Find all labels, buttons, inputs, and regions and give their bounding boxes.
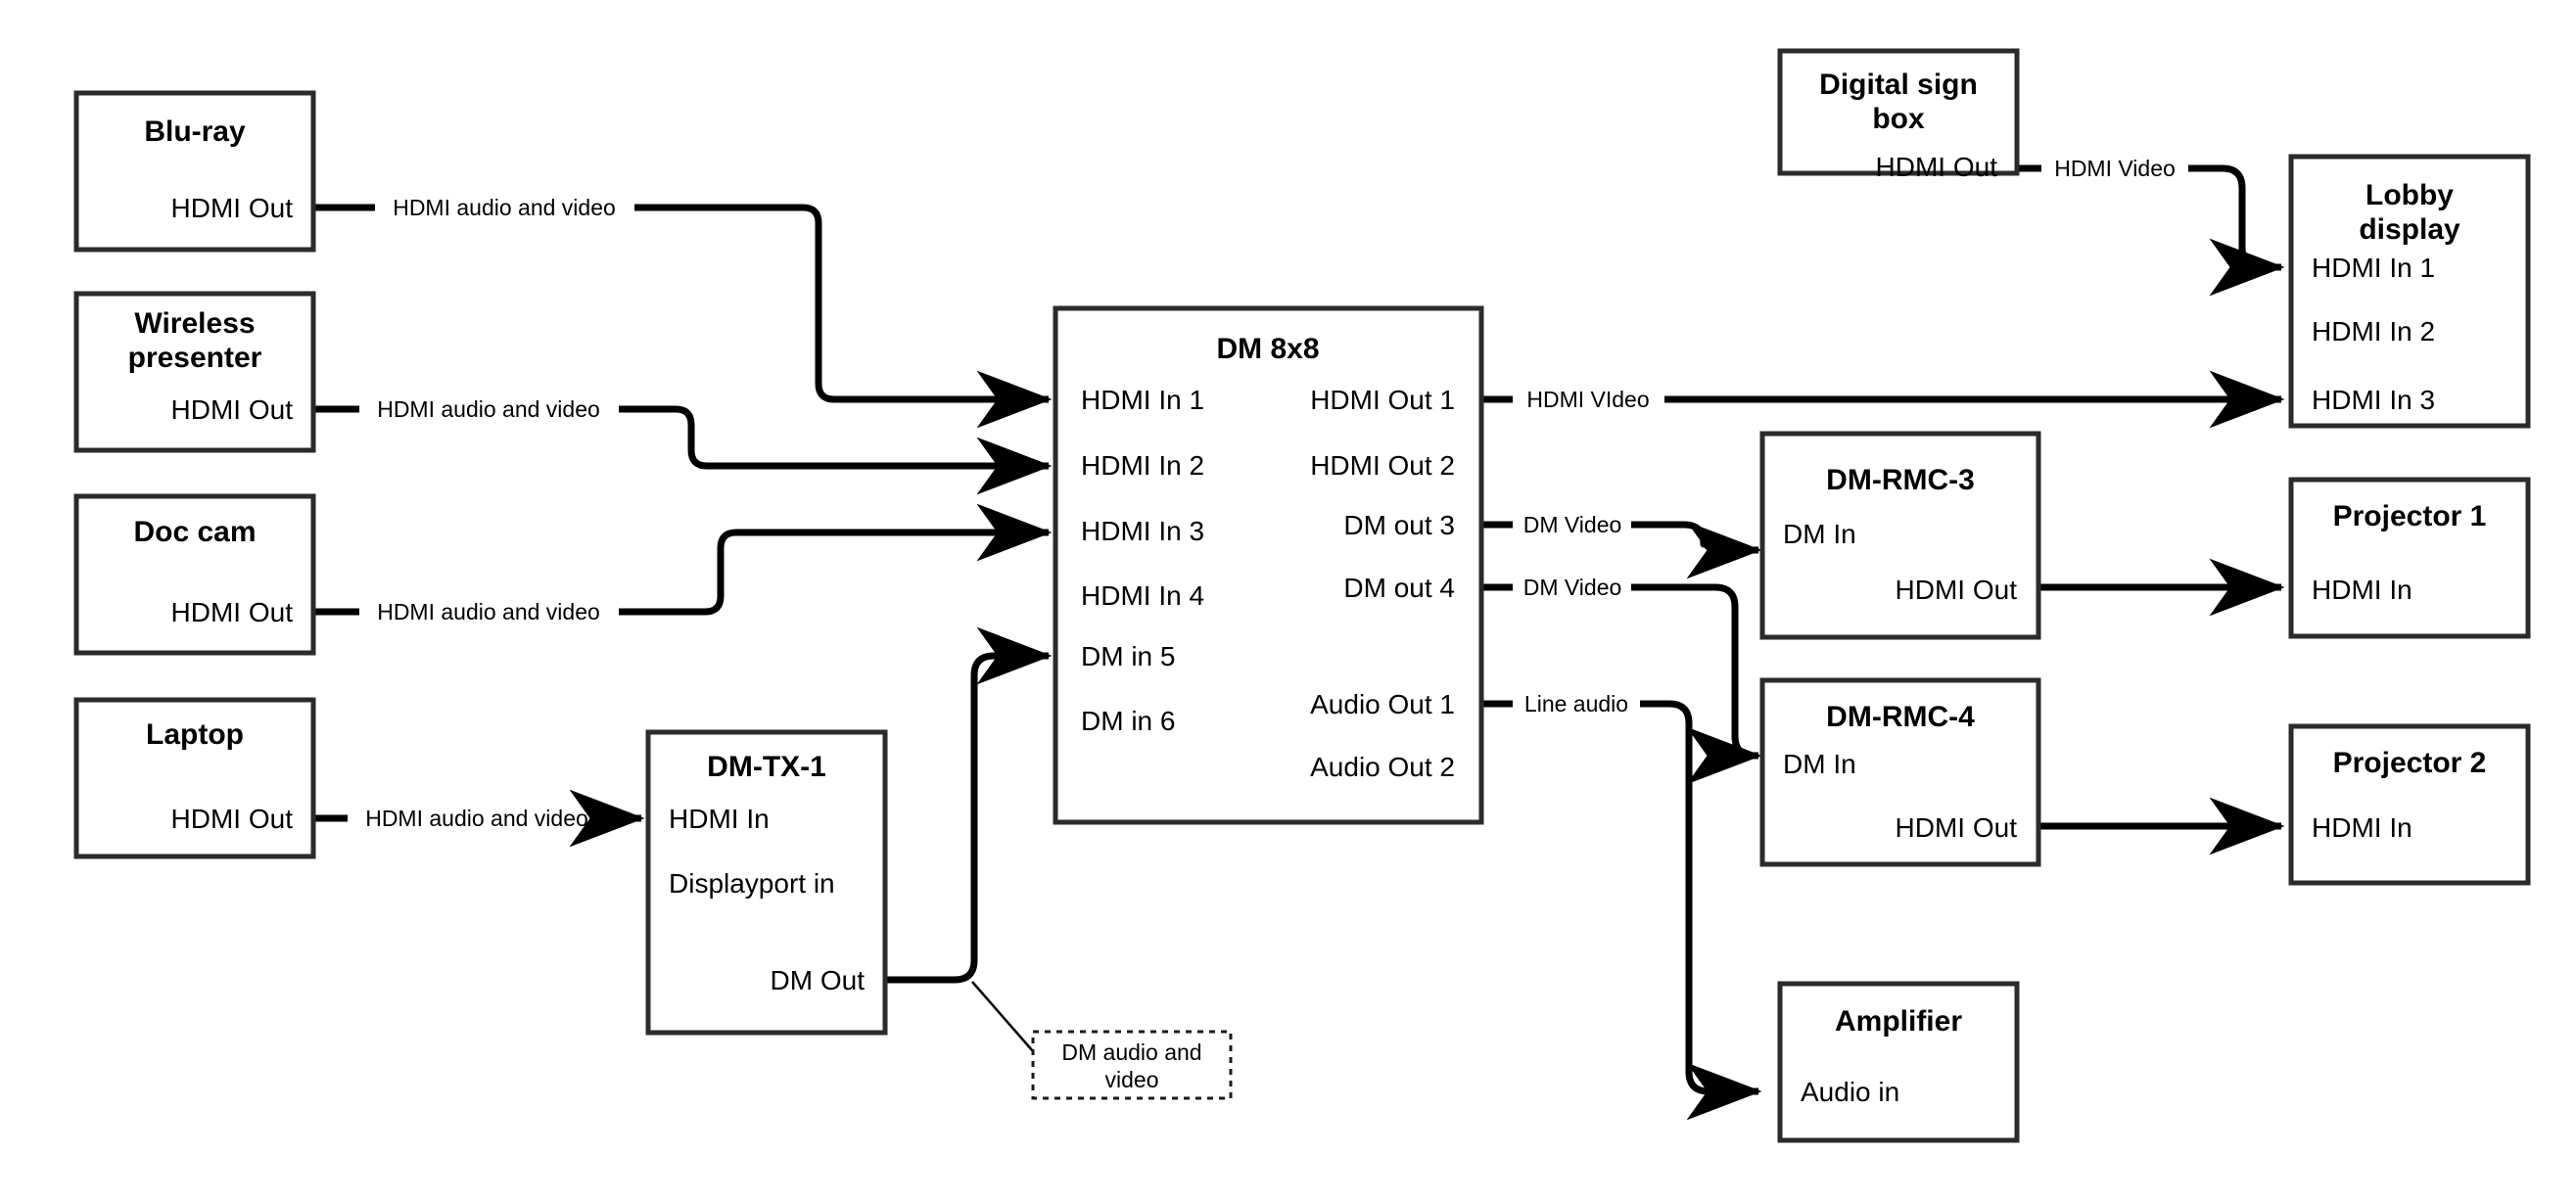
node-lobby-display-input-3: HDMI In 3	[2312, 385, 2435, 415]
node-dm-rmc-4-port-dm-in: DM In	[1783, 749, 1856, 779]
node-laptop-rect[interactable]	[73, 697, 316, 859]
connection-bluray-to-in1: HDMI audio and video	[313, 195, 1053, 429]
node-projector-1-title: Projector 1	[2333, 500, 2487, 532]
connection-dmtx1-to-in5	[885, 626, 1053, 984]
node-dm-tx-1-port-dm-out: DM Out	[771, 965, 866, 995]
node-wireless-presenter-port-hdmi-out: HDMI Out	[171, 394, 294, 425]
connection-doccam-to-in3: HDMI audio and video	[313, 503, 1053, 624]
node-lobby-display-input-2: HDMI In 2	[2312, 316, 2435, 346]
node-dm-8x8-input-4: HDMI In 4	[1081, 580, 1204, 611]
node-dm-rmc-4[interactable]: DM-RMC-4 DM In HDMI Out	[1759, 677, 2041, 867]
node-dm-rmc-3-rect[interactable]	[1759, 431, 2041, 640]
node-dm-rmc-3-title: DM-RMC-3	[1826, 464, 1975, 496]
node-dm-8x8-title: DM 8x8	[1216, 333, 1319, 365]
node-dm-8x8-input-6: DM in 6	[1081, 706, 1175, 736]
node-dm-8x8-output-5: Audio Out 1	[1310, 689, 1455, 719]
node-dm-8x8-output-3: DM out 3	[1343, 510, 1455, 540]
node-dm-rmc-4-port-hdmi-out: HDMI Out	[1896, 812, 2018, 843]
wire-label-hdmi-av-1: HDMI audio and video	[393, 195, 616, 220]
node-wireless-presenter[interactable]: Wireless presenter HDMI Out	[73, 291, 316, 453]
node-amplifier-title: Amplifier	[1835, 1005, 1962, 1038]
wire-label-hdmi-video-sign: HDMI Video	[2054, 156, 2176, 181]
node-amplifier-port-audio-in: Audio in	[1801, 1077, 1899, 1107]
node-dm-rmc-3-port-hdmi-out: HDMI Out	[1896, 575, 2018, 605]
node-wireless-presenter-title-line1: Wireless	[134, 307, 255, 340]
node-dm-8x8-input-5: DM in 5	[1081, 641, 1175, 671]
node-digital-sign-box[interactable]: Digital sign box HDMI Out	[1777, 48, 2020, 182]
node-bluray[interactable]: Blu-ray HDMI Out	[73, 90, 316, 253]
node-projector-2-rect[interactable]	[2288, 723, 2531, 886]
node-projector-2-port-hdmi-in: HDMI In	[2312, 812, 2412, 843]
node-dm-8x8-rect[interactable]	[1053, 305, 1484, 825]
node-amplifier-rect[interactable]	[1777, 981, 2020, 1143]
node-dm-8x8-output-6: Audio Out 2	[1310, 752, 1455, 782]
node-dm-8x8-input-1: HDMI In 1	[1081, 385, 1204, 415]
wire-label-line-audio: Line audio	[1524, 691, 1628, 716]
node-dm-tx-1-rect[interactable]	[645, 729, 888, 1036]
node-laptop[interactable]: Laptop HDMI Out	[73, 697, 316, 859]
node-projector-2[interactable]: Projector 2 HDMI In	[2288, 723, 2531, 886]
wire-label-hdmi-av-3: HDMI audio and video	[377, 599, 600, 624]
node-dm-8x8[interactable]: DM 8x8 HDMI In 1 HDMI In 2 HDMI In 3 HDM…	[1053, 305, 1484, 825]
node-projector-1-port-hdmi-in: HDMI In	[2312, 575, 2412, 605]
node-bluray-title: Blu-ray	[144, 115, 246, 148]
connection-sign-to-lobby1: HDMI Video	[2017, 156, 2285, 297]
node-bluray-port-hdmi-out: HDMI Out	[171, 193, 294, 223]
connection-wireless-to-in2: HDMI audio and video	[313, 396, 1053, 495]
node-amplifier[interactable]: Amplifier Audio in	[1777, 981, 2020, 1143]
node-digital-sign-box-title-line2: box	[1872, 103, 1925, 135]
node-dm-tx-1-port-displayport-in: Displayport in	[669, 868, 835, 899]
wire-label-dm-video-4: DM Video	[1523, 575, 1622, 600]
annotation-dm-audio-and-video-rect	[1031, 1030, 1233, 1100]
connection-dmout4-to-rmc4: DM Video	[1483, 575, 1762, 785]
node-lobby-display-title-line1: Lobby	[2365, 179, 2454, 211]
node-dm-8x8-output-1: HDMI Out 1	[1310, 385, 1455, 415]
node-doc-cam[interactable]: Doc cam HDMI Out	[73, 493, 316, 656]
node-dm-tx-1-port-hdmi-in: HDMI In	[669, 804, 770, 834]
node-lobby-display-title-line2: display	[2359, 213, 2460, 246]
node-bluray-rect[interactable]	[73, 90, 316, 253]
annotation-dm-audio-and-video-line2: video	[1105, 1067, 1159, 1092]
node-doc-cam-rect[interactable]	[73, 493, 316, 656]
node-laptop-title: Laptop	[146, 718, 244, 751]
node-laptop-port-hdmi-out: HDMI Out	[171, 804, 294, 834]
annotation-dm-audio-and-video: DM audio and video	[1031, 1030, 1233, 1100]
node-dm-tx-1-title: DM-TX-1	[707, 751, 826, 783]
node-dm-8x8-input-2: HDMI In 2	[1081, 450, 1204, 481]
node-digital-sign-box-rect[interactable]	[1777, 48, 2020, 176]
annotation-dm-audio-and-video-line1: DM audio and	[1061, 1039, 1201, 1065]
node-wireless-presenter-rect[interactable]	[73, 291, 316, 453]
node-dm-rmc-3[interactable]: DM-RMC-3 DM In HDMI Out	[1759, 431, 2041, 640]
node-dm-8x8-output-2: HDMI Out 2	[1310, 450, 1455, 481]
connection-audioout1-to-amp: Line audio	[1483, 691, 1762, 1121]
node-dm-rmc-3-port-dm-in: DM In	[1783, 519, 1856, 549]
node-dm-8x8-input-3: HDMI In 3	[1081, 516, 1204, 546]
node-projector-2-title: Projector 2	[2333, 747, 2487, 779]
wire-label-hdmi-av-4: HDMI audio and video	[365, 806, 588, 831]
connection-hdmiout1-to-lobby3: HDMI VIdeo	[1483, 370, 2285, 429]
node-wireless-presenter-title-line2: presenter	[128, 342, 262, 374]
connection-laptop-to-dmtx1: HDMI audio and video	[313, 789, 645, 848]
node-dm-rmc-4-title: DM-RMC-4	[1826, 701, 1975, 733]
annotation-leader-line	[971, 981, 1034, 1052]
node-digital-sign-box-port-hdmi-out: HDMI Out	[1876, 152, 1998, 182]
wire-label-hdmi-av-2: HDMI audio and video	[377, 396, 600, 422]
node-dm-rmc-4-rect[interactable]	[1759, 677, 2041, 867]
node-doc-cam-port-hdmi-out: HDMI Out	[171, 597, 294, 627]
wire-label-dm-video-3: DM Video	[1523, 512, 1622, 537]
node-lobby-display-input-1: HDMI In 1	[2312, 253, 2435, 283]
node-dm-8x8-output-4: DM out 4	[1343, 573, 1455, 603]
node-doc-cam-title: Doc cam	[133, 516, 256, 548]
node-digital-sign-box-title-line1: Digital sign	[1819, 69, 1978, 101]
wire-label-hdmi-video-out1: HDMI VIdeo	[1526, 387, 1649, 412]
node-projector-1[interactable]: Projector 1 HDMI In	[2288, 477, 2531, 639]
node-dm-tx-1[interactable]: DM-TX-1 HDMI In Displayport in DM Out	[645, 729, 888, 1036]
node-lobby-display-rect[interactable]	[2288, 154, 2531, 429]
connection-dmout3-to-rmc3: DM Video	[1483, 512, 1762, 579]
node-lobby-display[interactable]: Lobby display HDMI In 1 HDMI In 2 HDMI I…	[2288, 154, 2531, 429]
node-projector-1-rect[interactable]	[2288, 477, 2531, 639]
